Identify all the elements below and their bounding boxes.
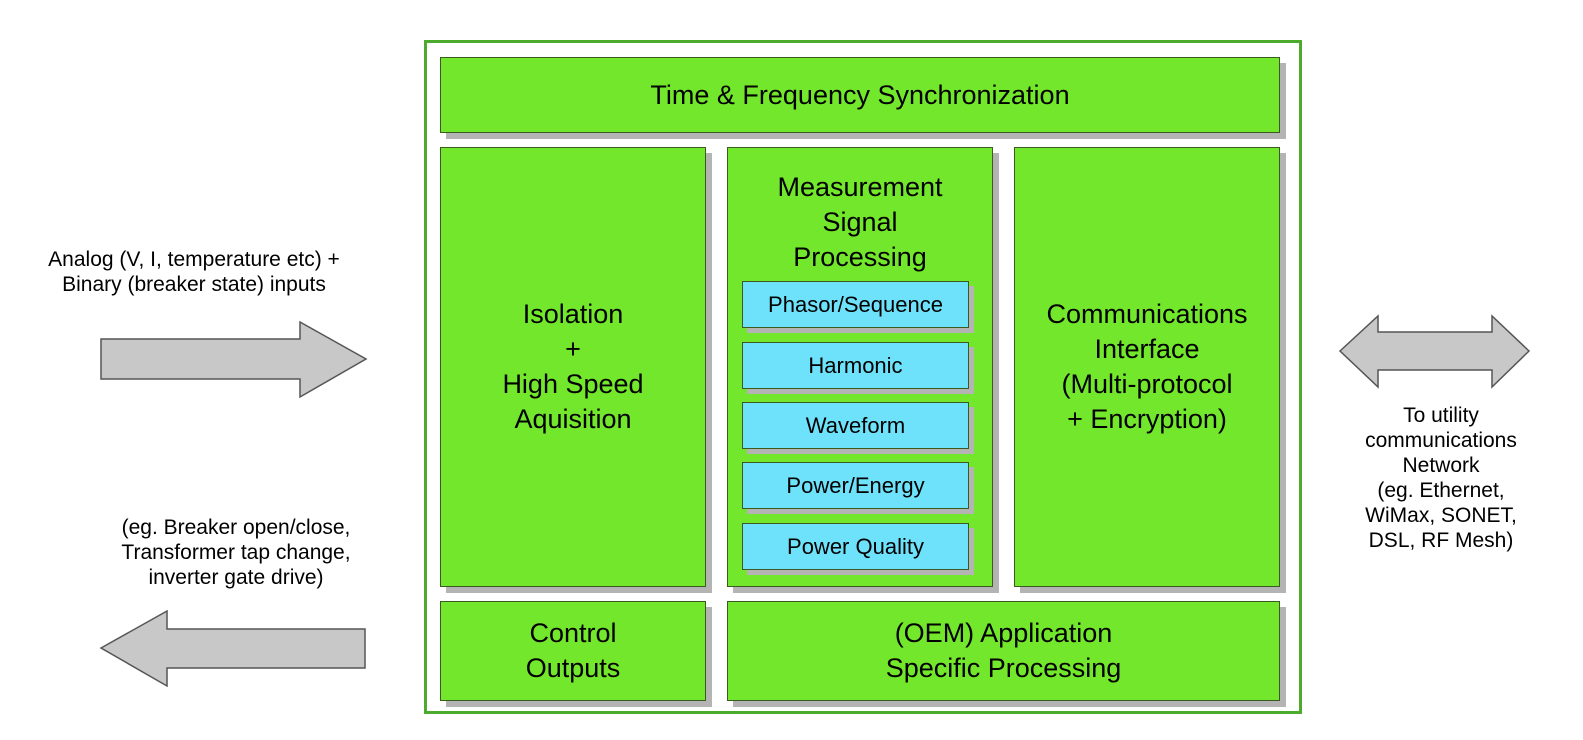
control-line-2: Outputs bbox=[525, 653, 621, 683]
sync-label: Time & Frequency Synchronization bbox=[650, 79, 1070, 110]
measurement-line-3: Processing bbox=[793, 242, 927, 272]
network-label: To utility communications Network (eg. E… bbox=[1330, 403, 1552, 553]
network-line-6: DSL, RF Mesh) bbox=[1368, 529, 1514, 552]
isolation-block: Isolation + High Speed Aquisition bbox=[440, 147, 706, 587]
outputs-label: (eg. Breaker open/close, Transformer tap… bbox=[40, 515, 432, 590]
oem-line-2: Specific Processing bbox=[885, 653, 1122, 683]
network-line-2: communications bbox=[1365, 429, 1517, 452]
measurement-line-2: Signal bbox=[822, 207, 898, 237]
harmonic-item: Harmonic bbox=[742, 342, 969, 389]
inputs-label: Analog (V, I, temperature etc) + Binary … bbox=[4, 247, 384, 297]
waveform-label: Waveform bbox=[805, 412, 906, 438]
communications-line-2: Interface bbox=[1094, 334, 1200, 364]
control-line-1: Control bbox=[529, 618, 617, 648]
network-line-5: WiMax, SONET, bbox=[1365, 504, 1517, 527]
isolation-line-4: Aquisition bbox=[514, 404, 632, 434]
phasor-sequence-label: Phasor/Sequence bbox=[768, 291, 943, 317]
outputs-line-2: Transformer tap change, bbox=[121, 541, 351, 564]
outputs-line-1: (eg. Breaker open/close, bbox=[121, 516, 351, 539]
power-quality-item: Power Quality bbox=[742, 523, 969, 570]
inputs-line-2: Binary (breaker state) inputs bbox=[62, 273, 326, 296]
oem-line-1: (OEM) Application bbox=[894, 618, 1113, 648]
sync-block: Time & Frequency Synchronization bbox=[440, 57, 1280, 133]
phasor-sequence-item: Phasor/Sequence bbox=[742, 281, 969, 328]
communications-block: Communications Interface (Multi-protocol… bbox=[1014, 147, 1280, 587]
isolation-line-3: High Speed bbox=[502, 369, 644, 399]
control-outputs-block: Control Outputs bbox=[440, 601, 706, 701]
network-line-4: (eg. Ethernet, bbox=[1377, 479, 1505, 502]
communications-line-4: + Encryption) bbox=[1067, 404, 1227, 434]
communications-line-3: (Multi-protocol bbox=[1061, 369, 1233, 399]
power-energy-item: Power/Energy bbox=[742, 462, 969, 509]
isolation-line-2: + bbox=[565, 334, 581, 364]
inputs-line-1: Analog (V, I, temperature etc) + bbox=[48, 248, 340, 271]
communications-line-1: Communications bbox=[1046, 299, 1248, 329]
waveform-item: Waveform bbox=[742, 402, 969, 449]
power-energy-label: Power/Energy bbox=[786, 472, 925, 498]
harmonic-label: Harmonic bbox=[808, 352, 903, 378]
isolation-line-1: Isolation bbox=[522, 299, 624, 329]
measurement-line-1: Measurement bbox=[777, 172, 943, 202]
oem-application-block: (OEM) Application Specific Processing bbox=[727, 601, 1280, 701]
outputs-line-3: inverter gate drive) bbox=[148, 566, 324, 589]
power-quality-label: Power Quality bbox=[787, 533, 924, 559]
network-line-3: Network bbox=[1402, 454, 1480, 477]
network-line-1: To utility bbox=[1403, 404, 1479, 427]
